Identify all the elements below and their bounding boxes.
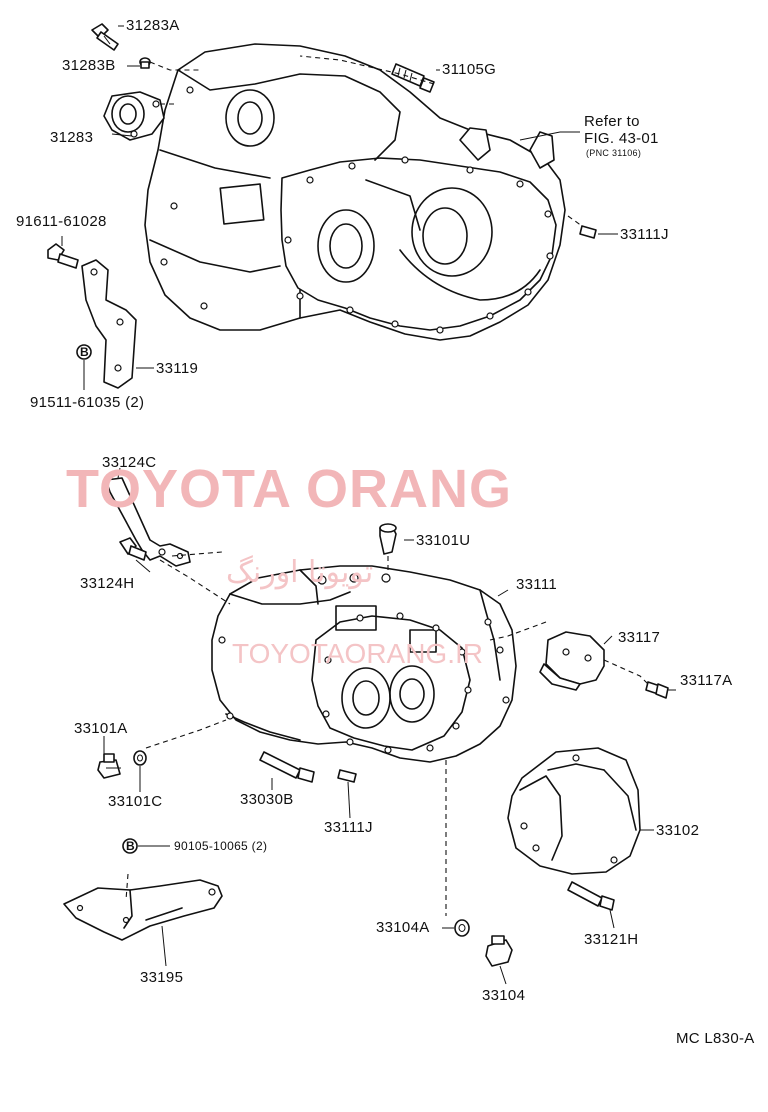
part-label-33121H: 33121H xyxy=(584,931,639,948)
gasket-33101C-drawing xyxy=(133,750,147,766)
part-label-33124H: 33124H xyxy=(80,575,135,592)
part-label-33117: 33117 xyxy=(618,629,661,646)
part-label-33111J-top: 33111J xyxy=(620,226,669,243)
bolt-33030B-drawing xyxy=(259,751,315,783)
b-marker-bottom-circle xyxy=(122,838,138,854)
bracket-33119-drawing xyxy=(81,259,137,389)
part-label-33111J-bottom: 33111J xyxy=(324,819,373,836)
pin-33111J-bottom-drawing xyxy=(337,769,357,783)
part-label-33111: 33111 xyxy=(516,576,557,593)
watermark-arabic: تویوتا اورنگ xyxy=(226,555,374,590)
part-label-33124C: 33124C xyxy=(102,454,157,471)
part-label-33102: 33102 xyxy=(656,822,700,839)
pin-33111J-top-drawing xyxy=(579,225,597,239)
transmission-case-top xyxy=(144,43,566,341)
part-label-31105G: 31105G xyxy=(442,61,497,78)
bracket-33117-drawing xyxy=(539,631,605,691)
transaxle-case-33111-drawing xyxy=(211,565,517,763)
pin-31283B-drawing xyxy=(139,57,151,69)
watermark-main: TOYOTA ORANG xyxy=(66,459,513,519)
part-label-33104: 33104 xyxy=(482,987,526,1004)
part-label-91611-61028: 91611-61028 xyxy=(16,213,107,230)
part-label-31283: 31283 xyxy=(50,129,94,146)
part-label-33104A: 33104A xyxy=(376,919,430,936)
gasket-33104A-drawing xyxy=(454,919,470,937)
part-label-33195: 33195 xyxy=(140,969,184,986)
b-marker-bottom: B xyxy=(126,839,135,853)
b-marker-top-circle xyxy=(76,344,92,360)
part-label-91511-61035: 91511-61035 (2) xyxy=(30,394,145,411)
refer-text-line2: FIG. 43-01 xyxy=(584,130,659,147)
plate-33195-drawing xyxy=(63,879,223,941)
breather-33101U-drawing xyxy=(379,523,397,555)
part-label-33101C: 33101C xyxy=(108,793,163,810)
part-label-90105-10065: 90105-10065 (2) xyxy=(174,839,268,853)
bolt-33117A-drawing xyxy=(645,681,669,699)
part-label-33030B: 33030B xyxy=(240,791,294,808)
part-label-33101U: 33101U xyxy=(416,532,471,549)
part-label-31283A: 31283A xyxy=(126,17,180,34)
part-label-31283B: 31283B xyxy=(62,57,116,74)
sleeve-31283-drawing xyxy=(103,91,165,141)
part-label-33117A: 33117A xyxy=(680,672,733,689)
figure-code: MC L830-A xyxy=(676,1030,755,1047)
refer-text-line3: (PNC 31106) xyxy=(586,148,642,158)
cover-33102-drawing xyxy=(507,747,641,875)
watermark-site: TOYOTAORANG.IR xyxy=(232,638,483,669)
part-label-33101A: 33101A xyxy=(74,720,128,737)
bolt-91611-drawing xyxy=(47,243,79,269)
plug-33104-drawing xyxy=(485,935,513,967)
bolt-31283A-drawing xyxy=(91,23,119,51)
stud-31105G-drawing xyxy=(391,63,435,93)
plug-33101A-drawing xyxy=(97,753,121,779)
bracket-33124C-drawing xyxy=(105,477,191,567)
bolt-33124H-drawing xyxy=(119,537,147,561)
refer-text-line1: Refer to xyxy=(584,113,640,130)
b-marker-top: B xyxy=(80,345,89,359)
part-label-33119: 33119 xyxy=(156,360,199,377)
bolt-33121H-drawing xyxy=(567,881,615,911)
